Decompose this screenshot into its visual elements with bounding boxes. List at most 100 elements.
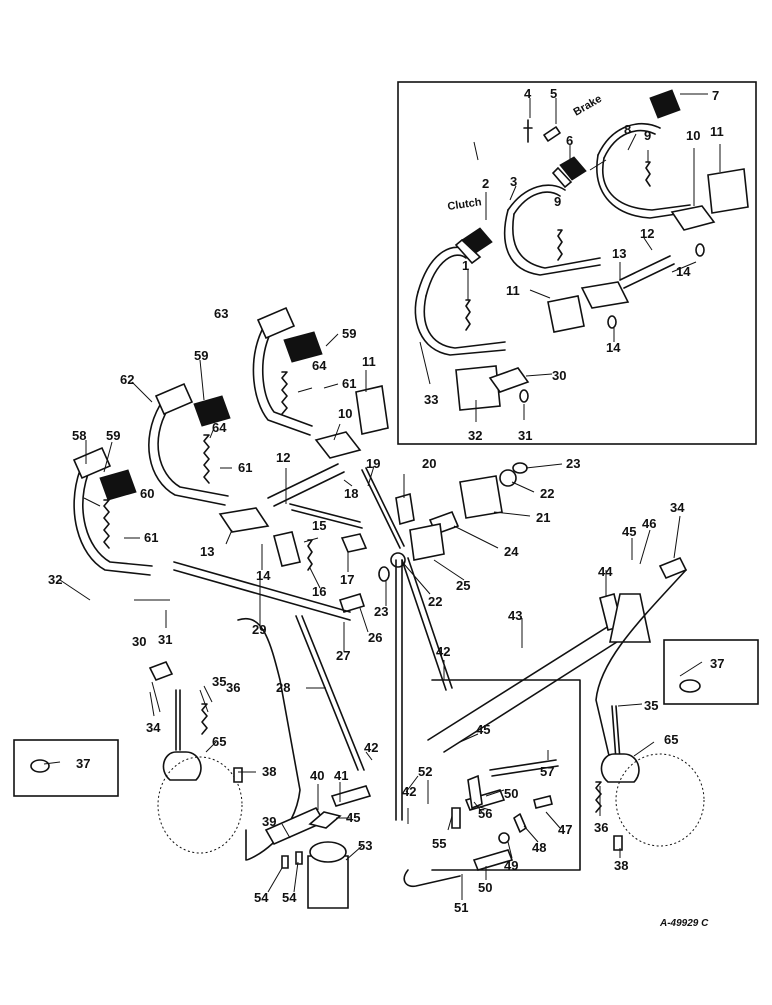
inset-spring-9a: [557, 229, 563, 261]
callout: 54: [282, 890, 297, 905]
boot-65l: [162, 751, 202, 781]
callout: 44: [598, 564, 613, 579]
rod-52: [395, 559, 403, 821]
callout: 42: [436, 644, 450, 659]
callout: 11: [362, 354, 376, 369]
callout: 35: [212, 674, 226, 689]
callout: 5: [550, 86, 557, 101]
callout: 26: [368, 630, 382, 645]
clip-27: [338, 593, 366, 613]
spring-60: [103, 499, 110, 549]
callout: 40: [310, 768, 324, 783]
callout: 35: [644, 698, 658, 713]
spring-64a: [281, 371, 288, 415]
nut-23b: [378, 566, 390, 582]
lever-13: [218, 507, 270, 533]
drawing-code: A-49929 C: [659, 918, 709, 929]
wheel-left: [157, 756, 243, 854]
rod-35r: [611, 705, 621, 761]
wheel-right: [615, 753, 705, 847]
callout: 57: [540, 764, 554, 779]
callout-labels: 1 2 3 4 5 6 7 8 9 9 10 10 11 11 11 12 12…: [48, 86, 724, 915]
callout: 50: [478, 880, 492, 895]
callout: 32: [48, 572, 62, 587]
callout: 23: [374, 604, 388, 619]
callout: 59: [106, 428, 120, 443]
callout: 38: [262, 764, 276, 779]
callout: 45: [346, 810, 360, 825]
callout: 21: [536, 510, 550, 525]
callout: 64: [312, 358, 327, 373]
lever-41: [330, 785, 372, 807]
callout: 52: [418, 764, 432, 779]
callout: 34: [146, 720, 161, 735]
brake-label: Brake: [572, 93, 604, 119]
callout: 29: [252, 622, 266, 637]
callout: 22: [428, 594, 442, 609]
inset-bracket-11b: [707, 168, 749, 214]
spring-36r: [595, 781, 602, 813]
callout: 4: [524, 86, 532, 101]
rod-35l: [175, 689, 181, 751]
callout: 49: [504, 858, 518, 873]
nut-23a: [512, 462, 528, 474]
callout: 14: [606, 340, 621, 355]
inset-bearing-30: [488, 367, 530, 393]
callout: 61: [342, 376, 356, 391]
inset-spring-1: [465, 299, 471, 331]
inset-pedal-rear: [596, 89, 691, 219]
callout: 31: [518, 428, 532, 443]
callout: 14: [676, 264, 691, 279]
callout: 11: [710, 124, 724, 139]
callout: 51: [454, 900, 468, 915]
inset-fitting-31: [519, 389, 529, 403]
callout: 13: [200, 544, 214, 559]
inset-fitting-14b: [695, 243, 705, 257]
spring-36l: [201, 703, 208, 735]
callout: 34: [670, 500, 685, 515]
callout: 54: [254, 890, 269, 905]
callout: 16: [312, 584, 326, 599]
callout: 43: [508, 608, 522, 623]
shaft-12: [267, 463, 345, 507]
callout: 2: [482, 176, 489, 191]
callout: 59: [194, 348, 208, 363]
callout: 14: [256, 568, 271, 583]
callout: 8: [624, 122, 631, 137]
rod-42: [401, 557, 453, 691]
callout: 33: [424, 392, 438, 407]
lever-40: [308, 811, 342, 829]
callout: 37: [76, 756, 90, 771]
support-46: [609, 593, 651, 643]
callout: 64: [212, 420, 227, 435]
pin-55: [451, 807, 461, 829]
callout: 47: [558, 822, 572, 837]
callout: 63: [214, 306, 228, 321]
nut-49: [498, 832, 510, 844]
rod-57: [489, 759, 559, 777]
inset-lever-10: [670, 205, 716, 231]
callout: 36: [594, 820, 608, 835]
callout: 31: [158, 632, 172, 647]
inset-spring-9b: [645, 161, 651, 187]
clip-38r: [613, 835, 623, 851]
callout: 6: [566, 133, 573, 148]
callout: 38: [614, 858, 628, 873]
callout: 42: [364, 740, 378, 755]
inset-bracket-11a: [547, 295, 585, 333]
callout: 50: [504, 786, 518, 801]
callout: 60: [140, 486, 154, 501]
inset-part-4: [523, 119, 533, 143]
callout: 62: [120, 372, 134, 387]
cable-right: [595, 569, 687, 761]
plate-37-left: [30, 759, 50, 773]
pin-54b: [281, 855, 289, 869]
callout: 18: [344, 486, 358, 501]
callout: 27: [336, 648, 350, 663]
support-53-cap: [309, 841, 347, 863]
support-53: [307, 855, 349, 909]
spring-64b: [203, 434, 210, 484]
clip-17: [340, 533, 368, 553]
shaft-43: [427, 623, 621, 753]
callout: 46: [642, 516, 656, 531]
